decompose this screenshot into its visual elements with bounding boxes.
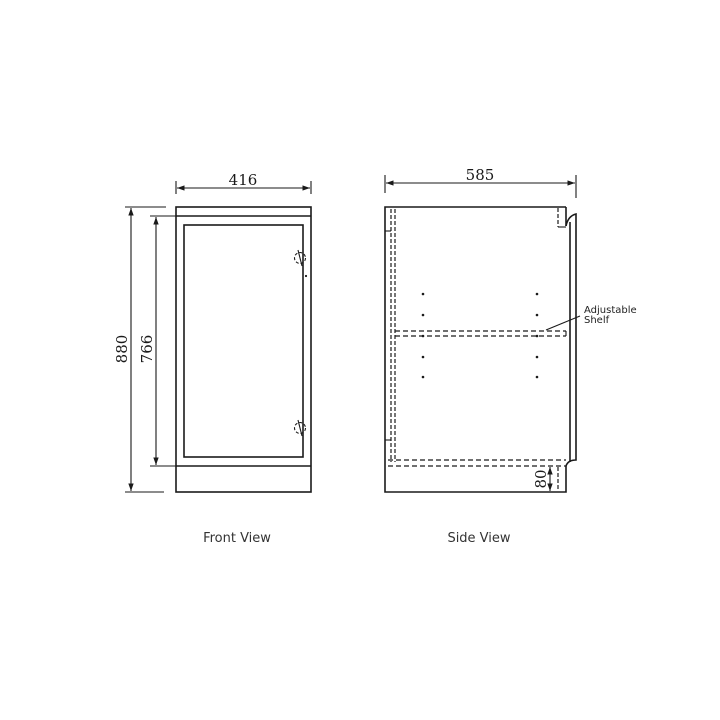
side-view-title: Side View: [447, 531, 510, 546]
total-height-label: 880: [113, 335, 131, 364]
annotation-line1: Adjustable: [584, 305, 637, 316]
door-height-dimension: 766: [138, 215, 176, 467]
depth-dimension: 585: [384, 166, 577, 198]
width-label: 416: [229, 171, 258, 189]
total-height-dimension: 880: [113, 206, 166, 493]
hinge-icon: [293, 419, 307, 437]
front-view-title: Front View: [203, 531, 271, 546]
side-door-panel: [565, 212, 577, 467]
side-view: 585: [384, 166, 637, 546]
plinth-height-label: 80: [532, 469, 550, 488]
shelf-pin-holes: [421, 292, 539, 379]
adjustable-shelf-callout: Adjustable Shelf: [545, 305, 637, 331]
front-cabinet-outline: [175, 206, 312, 493]
door-height-label: 766: [138, 335, 156, 364]
front-view: 416 880 766 Fr: [113, 171, 312, 546]
hinge-screw-dot: [304, 274, 308, 278]
plinth-height-dimension: 80: [532, 467, 553, 491]
width-dimension: 416: [175, 171, 312, 194]
annotation-line2: Shelf: [584, 315, 610, 326]
door-panel: [183, 224, 304, 458]
side-carcass-outline: [384, 206, 567, 493]
hinge-icon: [293, 249, 307, 267]
depth-label: 585: [466, 166, 495, 184]
